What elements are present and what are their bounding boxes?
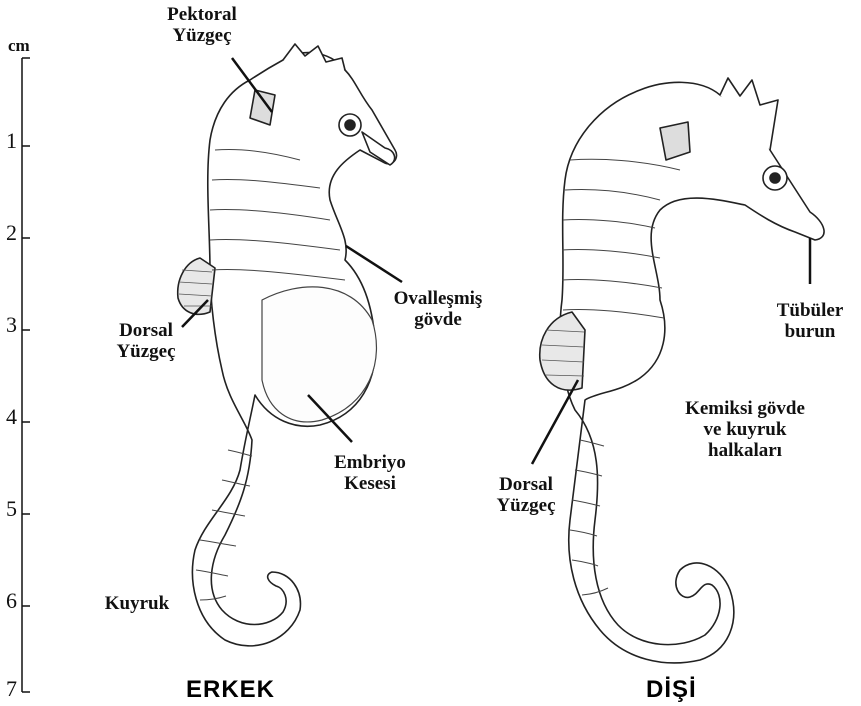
label-tubular-snout: Tübüler burun xyxy=(760,300,860,342)
label-dorsal-fin-female: Dorsal Yüzgeç xyxy=(476,474,576,516)
label-dorsal-fin-male: Dorsal Yüzgeç xyxy=(96,320,196,362)
male-seahorse-illustration xyxy=(178,44,397,646)
label-brood-pouch: Embriyo Kesesi xyxy=(320,452,420,494)
label-tail: Kuyruk xyxy=(92,593,182,614)
label-pectoral-fin-male: Pektoral Yüzgeç xyxy=(144,4,260,46)
title-male: ERKEK xyxy=(186,676,275,704)
title-female: DİŞİ xyxy=(646,676,697,704)
female-seahorse-illustration xyxy=(540,78,824,663)
scale-bar xyxy=(22,58,30,692)
label-oval-body: Ovalleşmiş gövde xyxy=(378,288,498,330)
label-bony-rings: Kemiksi gövde ve kuyruk halkaları xyxy=(670,398,820,461)
